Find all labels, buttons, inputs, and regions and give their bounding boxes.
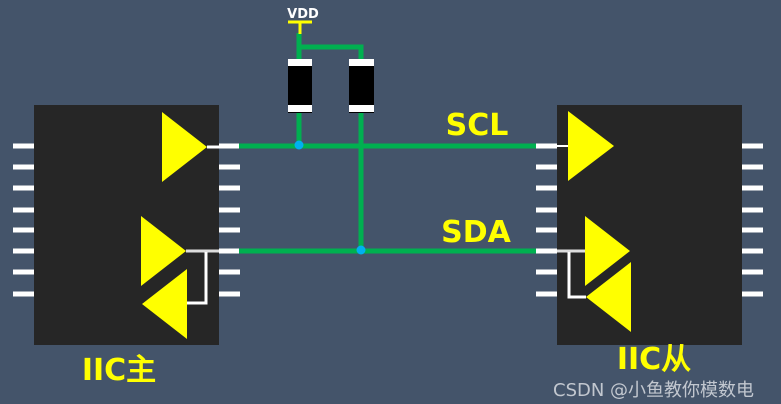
sda-junction: [356, 245, 366, 255]
pullup-wire-sda: [299, 44, 364, 251]
scl-label: SCL: [446, 108, 509, 143]
chip-pin: [536, 143, 557, 149]
chip-pin: [536, 248, 557, 254]
chip-pin: [536, 291, 557, 297]
chip-pin: [13, 269, 34, 275]
watermark: CSDN @小鱼教你模数电: [553, 380, 755, 401]
chip-pin: [742, 227, 763, 233]
chip-pin: [219, 227, 240, 233]
chip-pin: [536, 185, 557, 191]
master-scl-output-buffer: [162, 112, 207, 182]
bus-wires: [239, 33, 536, 254]
chip-pin: [536, 207, 557, 213]
sda-label: SDA: [441, 215, 512, 250]
slave-sda-input-buffer: [585, 216, 630, 286]
chip-pin: [219, 164, 240, 170]
chip-pin: [13, 207, 34, 213]
chip-pin: [219, 269, 240, 275]
chip-pin: [219, 207, 240, 213]
master-sda-input-buffer: [142, 269, 187, 339]
chip-pin: [13, 248, 34, 254]
chip-pin: [13, 143, 34, 149]
chip-pin: [742, 185, 763, 191]
chip-pin: [13, 227, 34, 233]
slave-sda-output-buffer: [586, 262, 631, 332]
chip-pin: [13, 164, 34, 170]
chip-pin: [13, 291, 34, 297]
vdd-label: VDD: [287, 7, 319, 22]
chip-pin: [742, 248, 763, 254]
chip-pin: [219, 291, 240, 297]
chip-pin: [742, 207, 763, 213]
chip-pin: [219, 143, 240, 149]
chip-pin: [536, 164, 557, 170]
chip-pin: [536, 227, 557, 233]
chip-pin: [219, 248, 240, 254]
slave-buffers: [557, 111, 631, 332]
chip-pin: [742, 164, 763, 170]
chip-pin: [13, 185, 34, 191]
master-buffers: [141, 112, 219, 339]
pullup-resistor-sda: [349, 59, 374, 113]
master-sda-output-buffer: [141, 216, 186, 286]
chip-pins: [13, 143, 763, 297]
slave-scl-input-buffer: [568, 111, 614, 181]
master-label: IIC主: [82, 353, 156, 388]
chip-pin: [219, 185, 240, 191]
slave-label: IIC从: [617, 342, 691, 377]
chip-pin: [742, 291, 763, 297]
pullup-resistor-scl: [288, 59, 312, 113]
vdd-symbol: [288, 20, 312, 34]
chip-pin: [536, 269, 557, 275]
chip-pin: [742, 143, 763, 149]
chip-pin: [742, 269, 763, 275]
scl-junction: [294, 140, 304, 150]
